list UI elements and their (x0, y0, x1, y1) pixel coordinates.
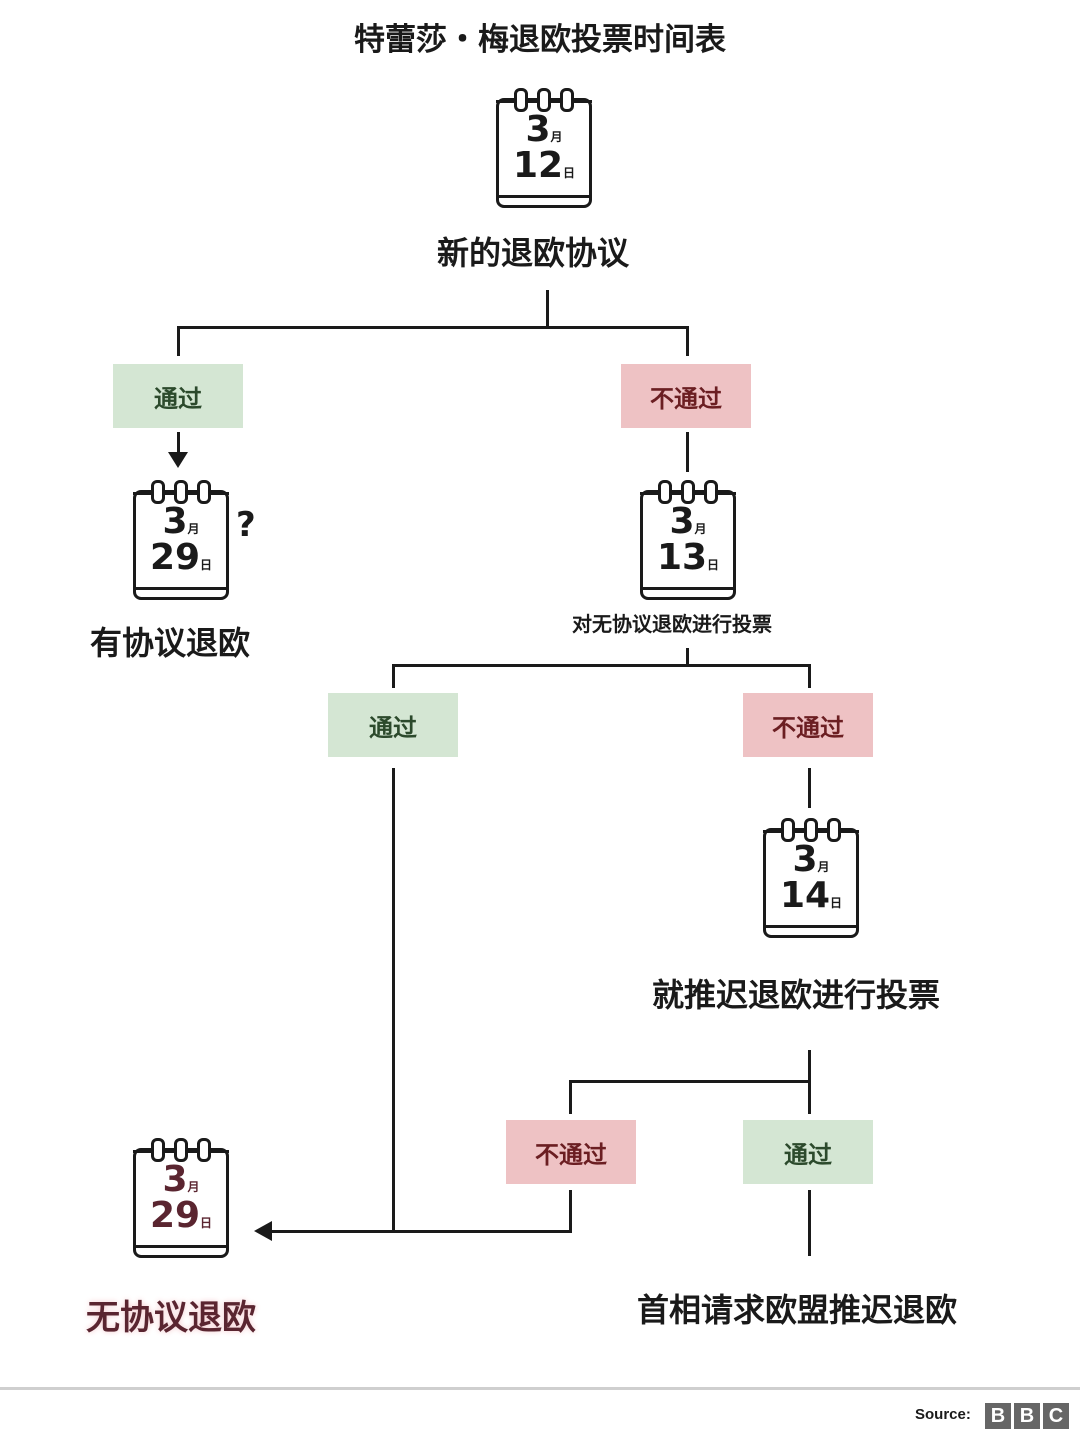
arrow-left-icon (254, 1221, 272, 1241)
bbc-logo-block: B (985, 1403, 1011, 1429)
pass-box-2: 通过 (328, 693, 458, 757)
bbc-logo-block: C (1043, 1403, 1069, 1429)
no-deal-vote-label: 对无协议退欧进行投票 (572, 612, 772, 636)
pass-box-3: 通过 (743, 1120, 873, 1184)
question-mark: ? (236, 505, 256, 545)
footer-divider (0, 1387, 1080, 1390)
start-day: 12 (512, 145, 564, 186)
calendar-icon-14: 3月 14日 (763, 818, 859, 938)
deal-outcome-label: 有协议退欧 (90, 624, 251, 662)
source-label: Source: (915, 1406, 971, 1423)
calendar-icon-start: 3月 12日 (496, 88, 592, 208)
calendar-icon-13: 3月 13日 (640, 480, 736, 600)
start-label: 新的退欧协议 (437, 234, 630, 272)
calendar-icon-deal: 3月 29日 (133, 480, 229, 600)
calendar-icon-no-deal: 3月 29日 (133, 1138, 229, 1258)
no-deal-outcome-label: 无协议退欧 (86, 1298, 256, 1338)
arrow-down-icon (168, 452, 188, 468)
fail-box-2: 不通过 (743, 693, 873, 757)
fail-box-1: 不通过 (621, 364, 751, 428)
delay-vote-label: 就推迟退欧进行投票 (652, 976, 941, 1014)
fail-box-3: 不通过 (506, 1120, 636, 1184)
diagram-title: 特蕾莎・梅退欧投票时间表 (354, 22, 726, 58)
start-month: 3 (525, 109, 551, 150)
pass-box-1: 通过 (113, 364, 243, 428)
delay-request-outcome-label: 首相请求欧盟推迟退欧 (637, 1291, 958, 1329)
bbc-logo-block: B (1014, 1403, 1040, 1429)
